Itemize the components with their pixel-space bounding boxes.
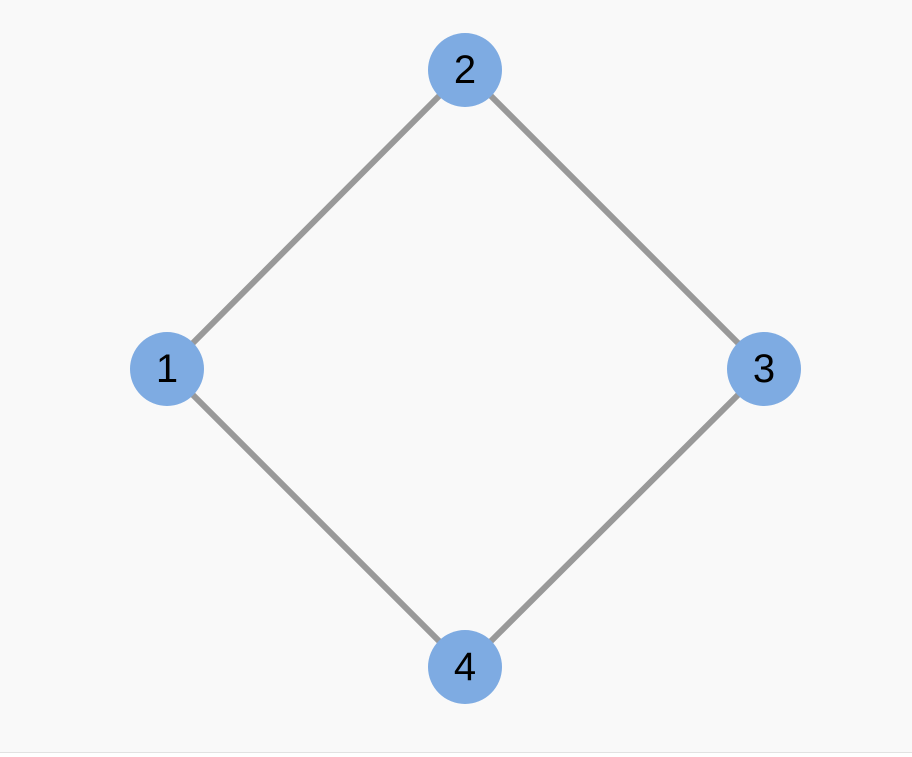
edge-2-3 (462, 67, 767, 372)
edges-layer (164, 67, 767, 670)
node-label: 2 (454, 48, 476, 92)
node-4: 4 (428, 630, 502, 704)
node-label: 3 (753, 347, 775, 391)
node-circle (727, 332, 801, 406)
node-1: 1 (130, 332, 204, 406)
node-circle (428, 630, 502, 704)
node-2: 2 (428, 33, 502, 107)
node-label: 4 (454, 645, 476, 689)
node-label: 1 (156, 347, 178, 391)
edge-3-4 (462, 366, 767, 670)
node-3: 3 (727, 332, 801, 406)
bottom-divider (0, 752, 912, 753)
node-circle (428, 33, 502, 107)
edge-1-2 (164, 67, 468, 372)
node-circle (130, 332, 204, 406)
edge-4-1 (164, 366, 468, 670)
nodes-layer: 1 2 3 4 (130, 33, 801, 704)
